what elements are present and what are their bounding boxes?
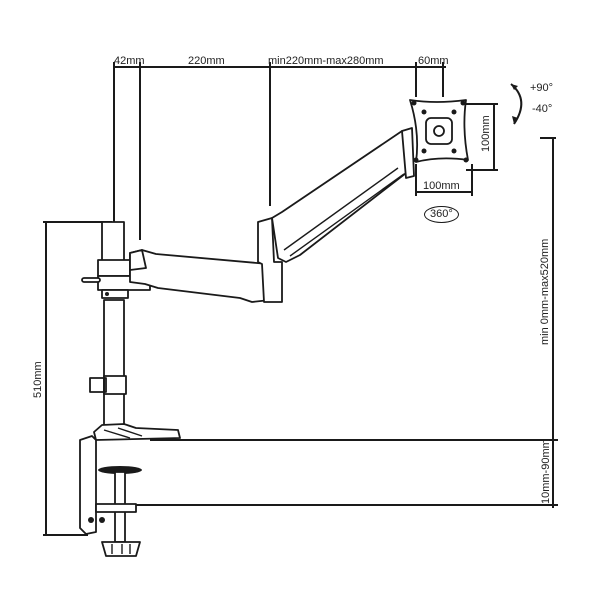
pole — [81, 221, 151, 431]
desk-clamp — [79, 423, 181, 557]
vesa-height-label: 100mm — [480, 115, 492, 152]
tilt-up-label: +90° — [530, 82, 554, 94]
upper-arm — [271, 127, 415, 263]
pole-height-label: 510mm — [32, 361, 44, 398]
lower-arm — [129, 217, 283, 303]
dim-vesa-offset-label: 60mm — [418, 55, 449, 67]
desk-thickness-label: 10mm-90mm — [540, 439, 552, 504]
desk-outline — [105, 439, 558, 506]
dim-first-arm-label: 220mm — [188, 55, 225, 67]
tilt-arrow-icon — [510, 83, 523, 125]
height-range-dimension — [540, 137, 556, 508]
dim-pole-offset-label: 42mm — [114, 55, 145, 67]
vesa-width-label: 100mm — [423, 180, 460, 192]
dim-second-arm-label: min220mm-max280mm — [268, 55, 384, 67]
top-dimension-lines — [113, 62, 446, 240]
rotation-360-badge: 360° — [424, 206, 459, 223]
height-range-label: min 0mm-max520mm — [539, 238, 551, 345]
vesa-plate — [409, 99, 498, 196]
tilt-down-label: -40° — [532, 103, 553, 115]
pole-height-dimension — [43, 221, 112, 536]
